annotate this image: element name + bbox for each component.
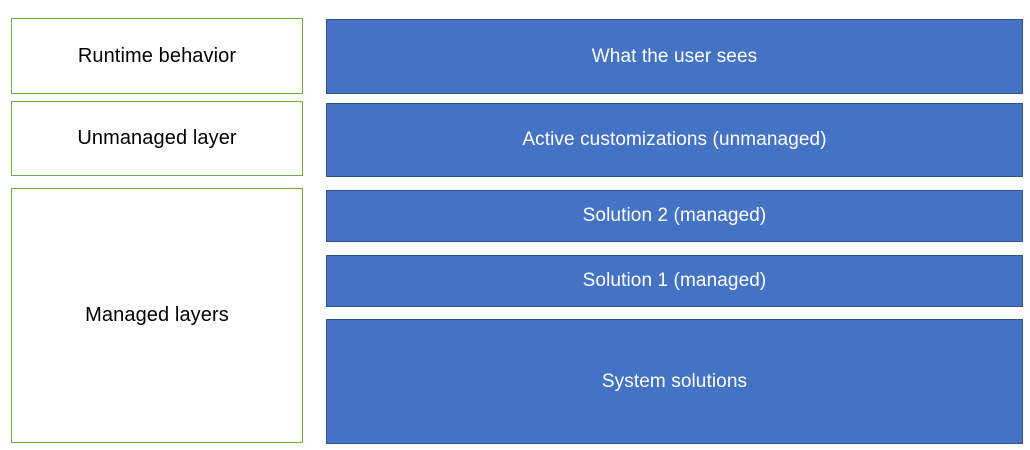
system-solutions-box: System solutions	[326, 319, 1023, 444]
system-solutions-label: System solutions	[601, 370, 748, 392]
unmanaged-layer-label: Unmanaged layer	[77, 127, 237, 149]
runtime-behavior-label: Runtime behavior	[77, 44, 237, 67]
managed-layers-box: Managed layers	[11, 188, 303, 443]
solution-2-managed-label: Solution 2 (managed)	[582, 205, 767, 226]
managed-layers-label: Managed layers	[85, 304, 229, 326]
runtime-behavior-box: Runtime behavior	[11, 18, 303, 94]
active-customizations-label: Active customizations (unmanaged)	[522, 129, 827, 150]
solution-1-managed-label: Solution 1 (managed)	[582, 270, 767, 291]
what-the-user-sees-label: What the user sees	[591, 45, 758, 67]
solution-2-managed-box: Solution 2 (managed)	[326, 190, 1023, 242]
what-the-user-sees-box: What the user sees	[326, 19, 1023, 94]
solution-1-managed-box: Solution 1 (managed)	[326, 255, 1023, 307]
unmanaged-layer-box: Unmanaged layer	[11, 101, 303, 176]
active-customizations-box: Active customizations (unmanaged)	[326, 103, 1023, 177]
